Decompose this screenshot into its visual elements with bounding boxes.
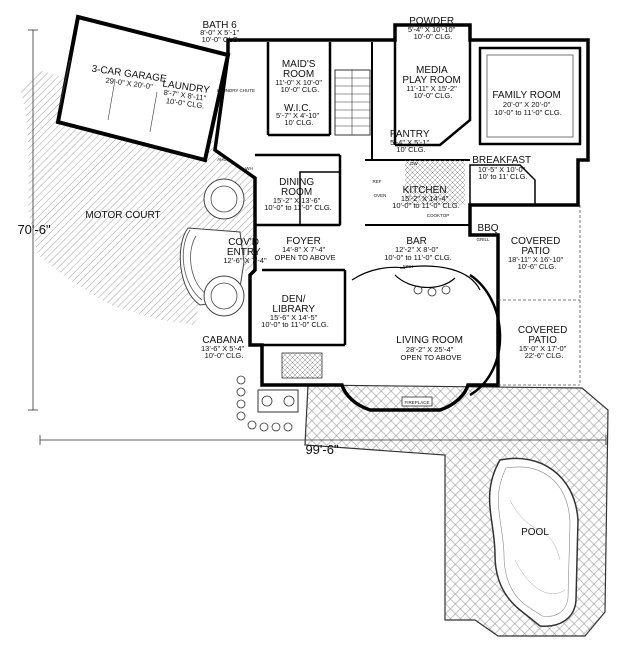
pantry-label: PANTRY 5'-4" X 5'-1" 10' CLG. [390, 129, 432, 154]
ahu-label: AHU [217, 157, 227, 162]
dishwasher-label: DW [410, 161, 418, 166]
house-walls [213, 23, 590, 412]
wic-label: W.I.C. 5'-7" X 4'-10" 10' CLG. [276, 103, 322, 127]
width-dimension-label: 99'-6" [305, 442, 339, 457]
grill-label: GRILL [476, 237, 490, 242]
oven-label: OVEN [374, 193, 387, 198]
fireplace-label: FIREPLACE [404, 400, 429, 405]
fixture-labels: FIREPLACE COOKTOP DW SINK REF OVEN GRILL… [217, 88, 490, 407]
cabana-fixtures [236, 352, 323, 432]
kitchen-label: KITCHEN 15'-2" X 14'-4" 10'-0" to 11'-0"… [392, 185, 460, 210]
room-labels: 3-CAR GARAGE 29'-0" X 20'-0" LAUNDRY 8'-… [85, 16, 570, 538]
covered-patio-1-label: COVERED PATIO 18'-11" X 16'-10" 10'-6" C… [508, 236, 566, 271]
garage-block [55, 14, 231, 163]
refrigerator-label: REF [373, 179, 382, 184]
water-heater-label: WH [245, 166, 253, 171]
living-room-label: LIVING ROOM 28'-2" X 25'-4" OPEN TO ABOV… [396, 335, 465, 362]
pool-label: POOL [521, 527, 549, 538]
cabana-label: CABANA 13'-6" X 5'-4" 10'-0" CLG. [201, 335, 247, 360]
cooktop-label: COOKTOP [427, 213, 449, 218]
breakfast-label: BREAKFAST 10'-5" X 10'-0" 10' to 11' CLG… [472, 155, 534, 181]
bbq-label: BBQ [477, 223, 498, 234]
family-room-label: FAMILY ROOM 20'-0" X 20'-0" 10'-0" to 11… [492, 90, 563, 117]
living-room-curve [351, 265, 502, 397]
bar-label: BAR 12'-2" X 8'-0" 10'-0" to 11'-0" CLG. [384, 236, 452, 262]
foyer-label: FOYER 14'-8" X 7'-4" OPEN TO ABOVE [275, 236, 336, 262]
motor-court-label: MOTOR COURT [85, 210, 160, 221]
covd-entry-label: COV'D ENTRY 12'-6" X 7'-4" [223, 237, 267, 265]
bath6-label: BATH 6 8'-0" X 5'-1" 10'-0" CLG. [200, 20, 242, 44]
bar-sink-label: SINK [403, 264, 414, 269]
laundry-chute-label: LAUNDRY CHUTE [217, 88, 255, 93]
dining-room-label: DINING ROOM 15'-2" X 13'-6" 10'-0" to 11… [264, 177, 332, 212]
den-library-label: DEN/ LIBRARY 15'-6" X 14'-5" 10'-0" to 1… [261, 294, 329, 329]
staircase [334, 69, 371, 136]
powder-label: POWDER 5'-4" X 10'-10" 10'-0" CLG. [408, 16, 458, 41]
kitchen-floor [394, 160, 536, 297]
depth-dimension-label: 70'-6" [17, 222, 51, 237]
dimension-lines [28, 29, 607, 445]
pool-deck [304, 384, 609, 637]
media-play-room-label: MEDIA PLAY ROOM 11'-11" X 15'-2" 10'-0" … [402, 65, 463, 100]
maids-room-label: MAID'S ROOM 11'-0" X 10'-0" 10'-0" CLG. [275, 59, 325, 94]
covered-patio-2-label: COVERED PATIO 15'-0" X 17'-0" 22'-6" CLG… [518, 325, 570, 360]
